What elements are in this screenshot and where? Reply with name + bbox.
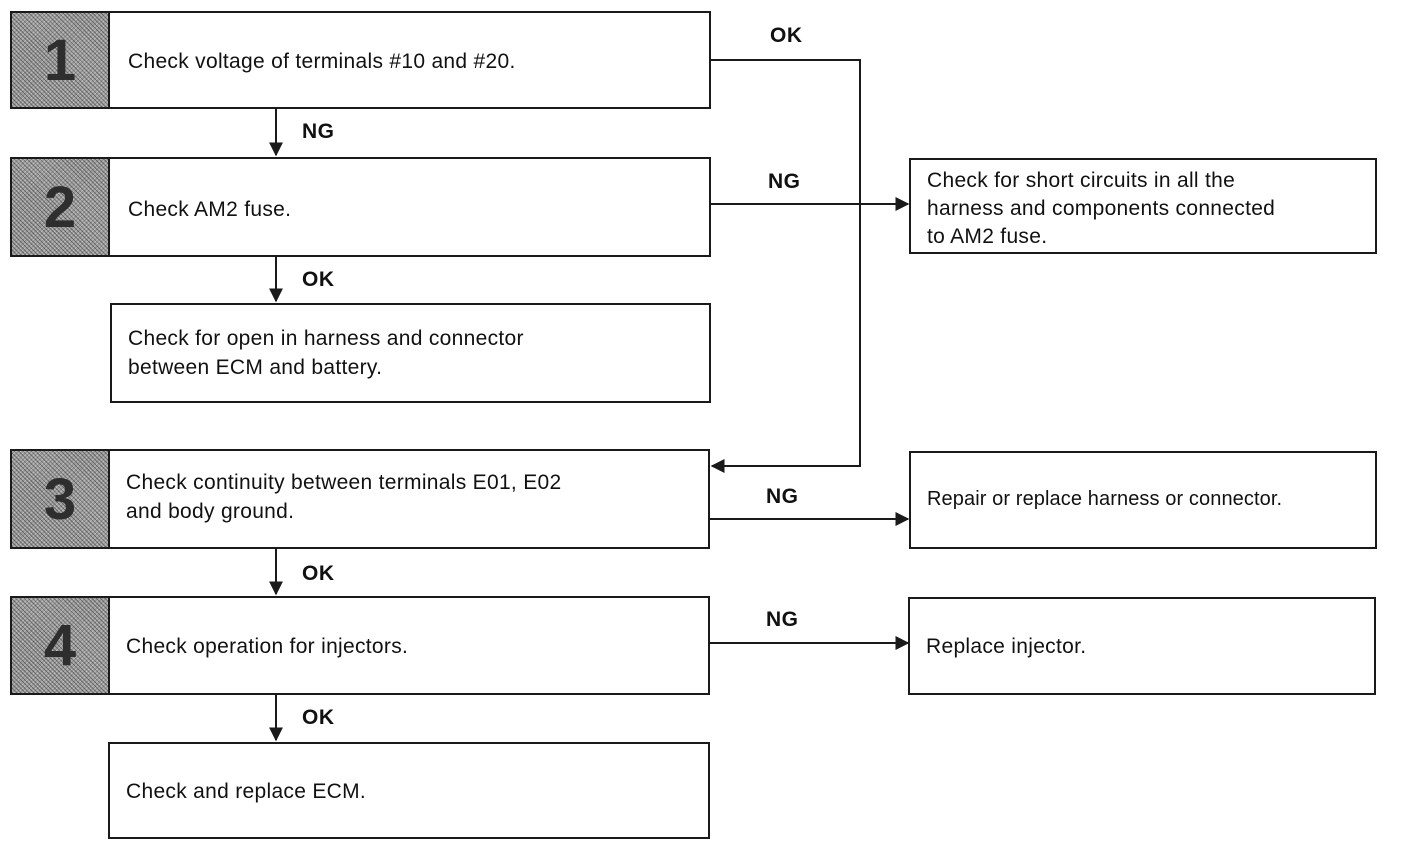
result-short-circuits-box: Check for short circuits in all the harn… [909,158,1377,254]
step-1-text: Check voltage of terminals #10 and #20. [128,50,516,73]
step-1-number: 1 [10,11,110,109]
result-repair-harness-box: Repair or replace harness or connector. [909,451,1377,549]
result-short-circuits-text: Check for short circuits in all the harn… [927,169,1276,248]
label-step3-ng: NG [766,485,799,508]
result-replace-injector-text: Replace injector. [926,635,1087,658]
label-step2-ng: NG [768,170,801,193]
result-repair-harness-text: Repair or replace harness or connector. [927,488,1283,510]
label-step4-ng: NG [766,608,799,631]
result-replace-injector-box: Replace injector. [908,597,1376,695]
label-step2-ok: OK [302,268,335,291]
label-step3-ok: OK [302,562,335,585]
label-step1-ng: NG [302,120,335,143]
step-2-box: 2 Check AM2 fuse. [10,157,711,257]
step-3-box: 3 Check continuity between terminals E01… [10,449,710,549]
label-step1-ok: OK [770,24,803,47]
step-3-number: 3 [10,449,110,549]
step-4-text: Check operation for injectors. [126,635,409,658]
connector-step1-ok [710,59,861,473]
result-replace-ecm-box: Check and replace ECM. [108,742,710,839]
step-4-number: 4 [10,596,110,695]
step-3-text: Check continuity between terminals E01, … [126,471,562,523]
result-open-harness-text: Check for open in harness and connector … [128,327,524,379]
step-4-box: 4 Check operation for injectors. [10,596,710,695]
result-replace-ecm-text: Check and replace ECM. [126,780,367,803]
step-2-text: Check AM2 fuse. [128,198,292,221]
step-2-number: 2 [10,157,110,257]
result-open-harness-box: Check for open in harness and connector … [110,303,711,403]
step-1-box: 1 Check voltage of terminals #10 and #20… [10,11,711,109]
label-step4-ok: OK [302,706,335,729]
